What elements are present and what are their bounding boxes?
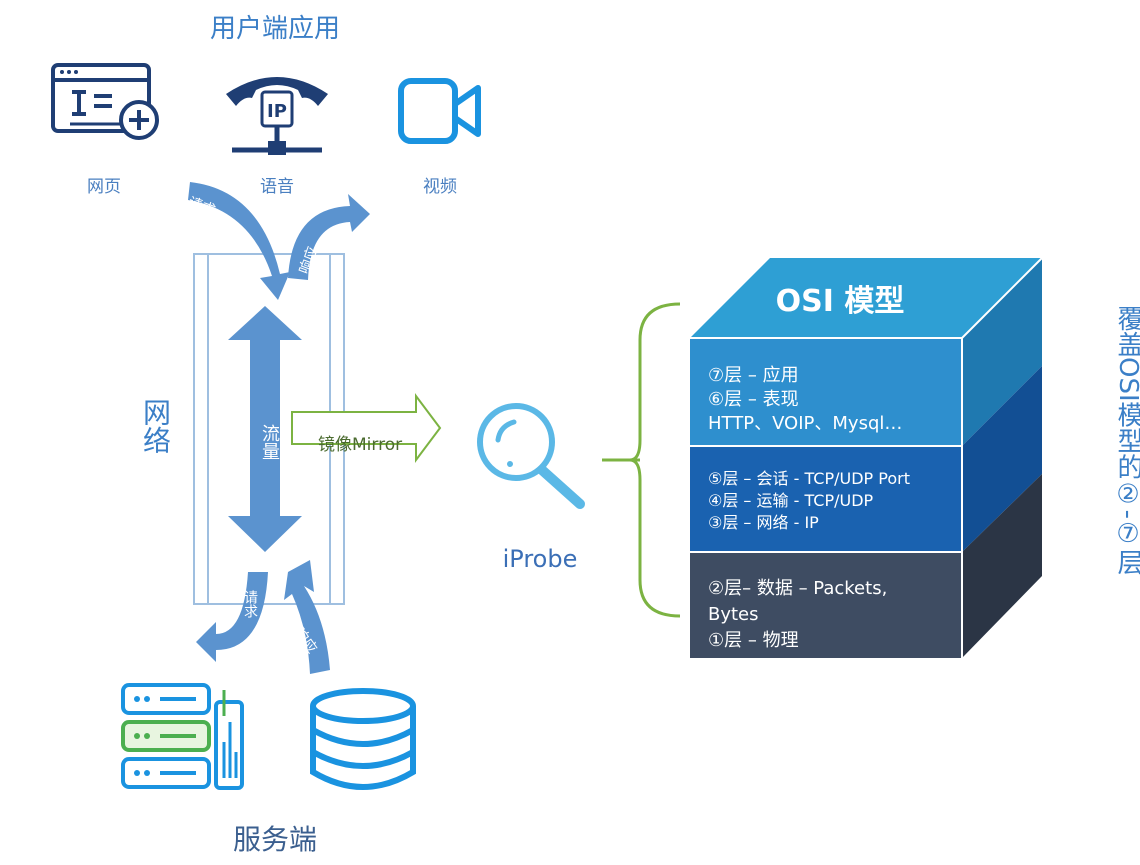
app-label-webpage: 网页 [87, 177, 121, 197]
traffic-double-arrow [228, 306, 302, 552]
osi-layer-group-bottom: ②层– 数据 – Packets, Bytes ①层 – 物理 [708, 576, 948, 654]
osi-layer-1: ①层 – 物理 [708, 630, 799, 651]
app-label-video: 视频 [423, 177, 457, 197]
osi-layer-3: ③层 – 网络 - IP [708, 513, 819, 532]
response-arrow-top [288, 194, 370, 280]
osi-coverage-note: 覆盖OSI模型的②-⑦层 [1113, 305, 1140, 576]
mirror-label: 镜像Mirror [318, 435, 403, 455]
request-label-bottom: 请求 [242, 590, 258, 618]
osi-layer-group-mid: ⑤层 – 会话 - TCP/UDP Port ④层 – 运输 - TCP/UDP… [708, 468, 910, 534]
database-icon [310, 688, 416, 790]
osi-layer-6: ⑥层 – 表现 [708, 389, 799, 410]
network-label: 网络 [139, 398, 172, 454]
server-rack-icon [121, 683, 244, 790]
osi-layer-2: ②层– 数据 – Packets, [708, 578, 888, 599]
magnifier-icon [477, 403, 585, 509]
app-label-voice: 语音 [260, 177, 294, 197]
osi-layer-5: ⑤层 – 会话 - TCP/UDP Port [708, 469, 910, 488]
webpage-add-icon [51, 63, 159, 140]
osi-title: OSI 模型 [775, 284, 905, 319]
request-arrow-top [188, 182, 290, 300]
osi-layer-2-cont: Bytes [708, 604, 759, 625]
osi-layer-7: ⑦层 – 应用 [708, 365, 799, 386]
osi-brace [602, 302, 681, 618]
request-arrow-bottom [196, 572, 268, 662]
client-apps-title: 用户端应用 [209, 14, 340, 44]
iprobe-label: iProbe [502, 545, 578, 573]
server-title: 服务端 [232, 823, 317, 856]
mirror-arrow [291, 393, 442, 463]
svg-text:IP: IP [267, 101, 287, 122]
ip-phone-icon: IP [226, 77, 328, 155]
osi-layer-group-top: ⑦层 – 应用 ⑥层 – 表现 HTTP、VOIP、Mysql… [708, 364, 902, 436]
video-camera-icon [398, 78, 481, 144]
response-arrow-bottom [284, 560, 330, 674]
osi-cube [690, 257, 1043, 658]
network-pipe [188, 182, 442, 674]
traffic-label: 流量 [259, 424, 280, 460]
osi-layer-4: ④层 – 运输 - TCP/UDP [708, 491, 874, 510]
osi-protocols: HTTP、VOIP、Mysql… [708, 413, 903, 434]
